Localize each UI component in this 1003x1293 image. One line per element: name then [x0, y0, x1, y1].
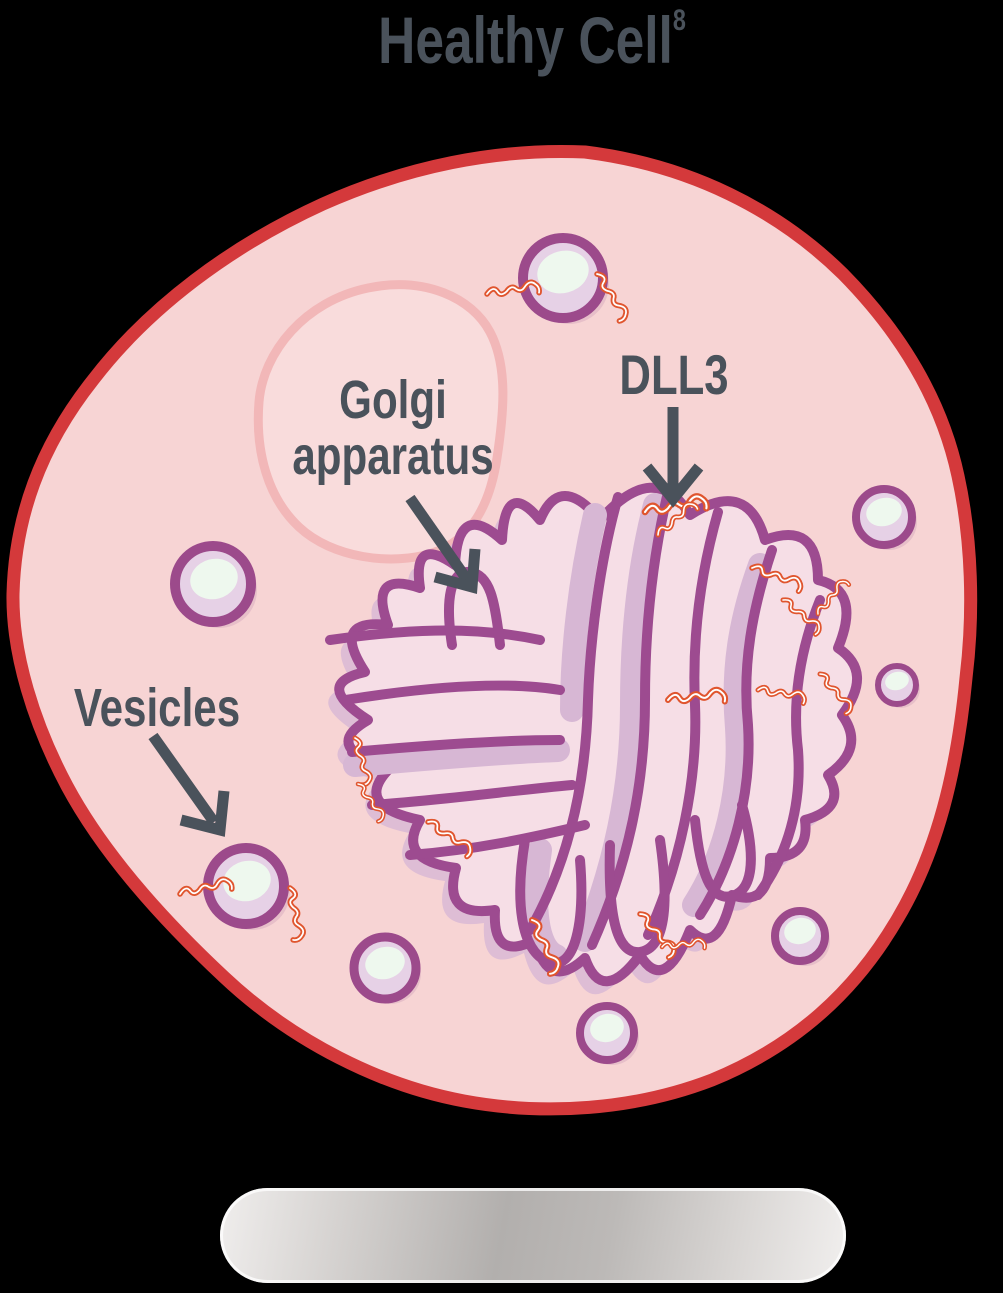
vesicle: [170, 541, 257, 628]
pedestal-base: [220, 1188, 846, 1283]
vesicles-arrow-icon: [148, 732, 230, 837]
figure-title-text: Healthy Cell: [378, 3, 673, 77]
vesicle: [203, 843, 290, 930]
vesicle: [576, 1002, 639, 1065]
golgi-shading-bands: [343, 493, 772, 968]
vesicle: [875, 663, 920, 708]
figure-title: Healthy Cell8: [220, 2, 844, 78]
golgi-cisternae: [325, 487, 825, 969]
dll3-label: DLL3: [619, 343, 729, 406]
vesicle: [349, 932, 421, 1004]
vesicle: [771, 907, 830, 966]
golgi-apparatus: [325, 482, 862, 995]
dll3-arrow-icon: [642, 407, 704, 508]
vesicles-group: [170, 233, 920, 1065]
golgi-apparatus-label: Golgi apparatus: [292, 370, 494, 487]
annotation-arrows: [148, 407, 704, 837]
golgi-arrow-icon: [405, 494, 481, 595]
figure-title-superscript: 8: [672, 4, 686, 37]
vesicle: [852, 485, 917, 550]
vesicles-label: Vesicles: [73, 678, 241, 738]
vesicle: [518, 233, 609, 324]
